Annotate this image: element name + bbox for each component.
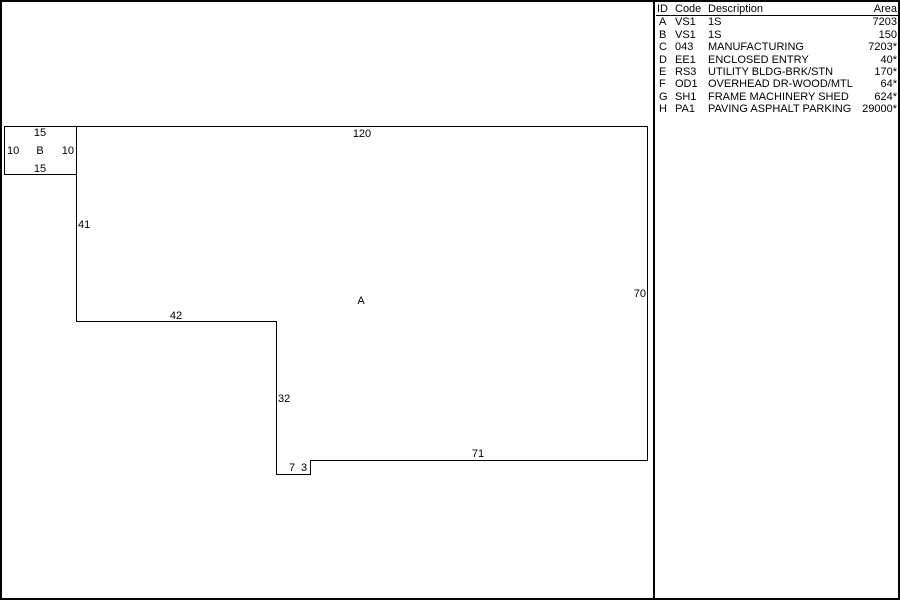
row-area: 170* <box>874 66 897 79</box>
row-code: VS1 <box>675 16 696 29</box>
area-b-top-dimension: 15 <box>34 127 46 139</box>
row-id: B <box>659 28 667 41</box>
legend-header-row: ID Code Description Area <box>656 3 898 17</box>
area-a-notch-height: 3 <box>301 462 307 474</box>
building-sketch: 120 41 A 70 42 32 7 3 71 15 10 B 10 15 <box>4 126 648 475</box>
area-b-label: B <box>36 145 43 157</box>
row-code: EE1 <box>675 53 696 66</box>
area-a-step-dimension: 32 <box>278 393 290 405</box>
row-id: C <box>659 41 667 54</box>
row-description: 1S <box>708 16 722 29</box>
row-area: 624* <box>874 90 897 103</box>
area-a-outline[interactable] <box>76 126 648 475</box>
row-area: 40* <box>880 53 897 66</box>
area-a-top-dimension: 120 <box>353 128 371 140</box>
row-area: 7203* <box>868 41 897 54</box>
row-description: ENCLOSED ENTRY <box>708 53 809 66</box>
row-description: FRAME MACHINERY SHED <box>708 90 849 103</box>
row-id: F <box>659 78 666 91</box>
legend-row[interactable]: E RS3 UTILITY BLDG-BRK/STN 170* <box>656 66 898 78</box>
area-a-label: A <box>357 295 365 307</box>
area-a-right-dimension: 70 <box>634 288 646 300</box>
row-id: H <box>659 103 667 116</box>
row-description: PAVING ASPHALT PARKING <box>708 103 852 116</box>
panel-divider <box>653 0 655 600</box>
row-description: UTILITY BLDG-BRK/STN <box>708 66 834 79</box>
row-code: 043 <box>675 41 694 54</box>
header-id: ID <box>657 3 668 15</box>
row-code: OD1 <box>675 78 698 91</box>
row-description: MANUFACTURING <box>708 41 804 54</box>
row-code: VS1 <box>675 28 696 41</box>
legend-row[interactable]: G SH1 FRAME MACHINERY SHED 624* <box>656 91 898 103</box>
area-a-bottom-left-dimension: 42 <box>170 310 182 322</box>
area-b-right-dimension: 10 <box>62 145 74 157</box>
area-b-outline[interactable] <box>4 126 77 175</box>
legend-row[interactable]: A VS1 1S 7203 <box>656 16 898 28</box>
row-code: PA1 <box>675 103 695 116</box>
row-description: OVERHEAD DR-WOOD/MTL <box>708 78 853 91</box>
area-b-left-dimension: 10 <box>7 145 19 157</box>
row-id: E <box>659 66 667 79</box>
area-b-bottom-dimension: 15 <box>34 163 46 175</box>
row-id: G <box>659 90 668 103</box>
header-area: Area <box>873 3 897 15</box>
row-area: 7203 <box>872 16 897 29</box>
header-description: Description <box>708 3 764 15</box>
legend-row[interactable]: H PA1 PAVING ASPHALT PARKING 29000* <box>656 103 898 115</box>
legend-row[interactable]: C 043 MANUFACTURING 7203* <box>656 41 898 53</box>
legend-row[interactable]: B VS1 1S 150 <box>656 29 898 41</box>
legend-row[interactable]: D EE1 ENCLOSED ENTRY 40* <box>656 54 898 66</box>
header-code: Code <box>675 3 702 15</box>
row-area: 150 <box>878 28 897 41</box>
area-a-notch-width: 7 <box>289 462 295 474</box>
row-area: 29000* <box>862 103 897 116</box>
row-description: 1S <box>708 28 722 41</box>
row-id: D <box>659 53 667 66</box>
row-code: RS3 <box>675 66 697 79</box>
area-a-left-dimension: 41 <box>78 219 90 231</box>
row-id: A <box>659 16 667 29</box>
area-a-bottom-right-dimension: 71 <box>472 448 484 460</box>
legend-row[interactable]: F OD1 OVERHEAD DR-WOOD/MTL 64* <box>656 78 898 90</box>
row-area: 64* <box>880 78 897 91</box>
row-code: SH1 <box>675 90 697 103</box>
